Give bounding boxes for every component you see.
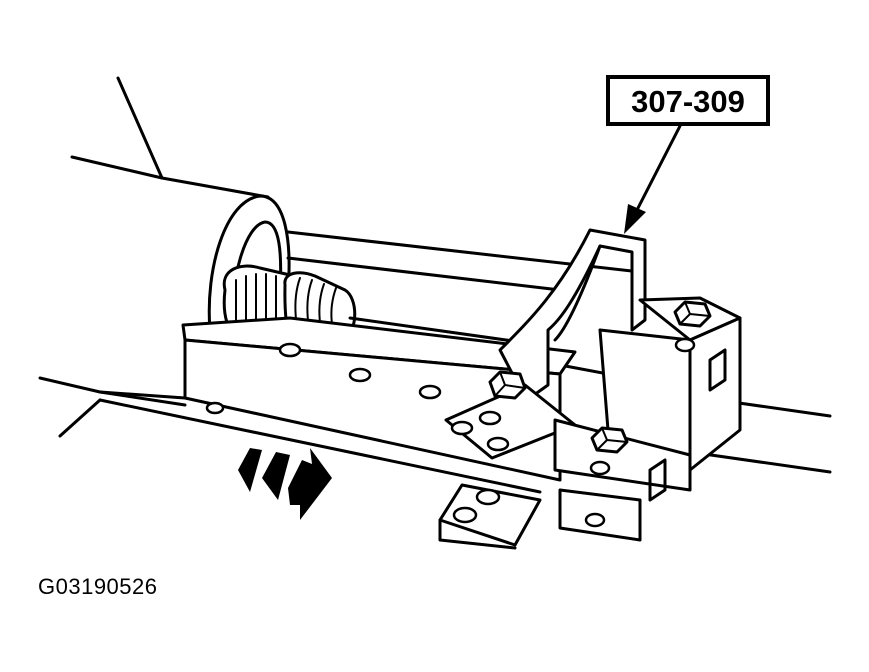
clamp-block-assembly bbox=[553, 296, 742, 542]
callout-leader-line bbox=[634, 124, 682, 214]
callout-arrowhead bbox=[624, 204, 646, 234]
tool-307-309-bracket bbox=[444, 228, 647, 460]
lower-tab-plate bbox=[438, 483, 542, 550]
fixture-base-bar bbox=[181, 316, 577, 482]
tool-callout: 307-309 bbox=[606, 75, 770, 234]
direction-arrow bbox=[238, 448, 332, 520]
callout-label: 307-309 bbox=[631, 84, 745, 119]
figure-id: G03190526 bbox=[38, 574, 158, 599]
callout-box bbox=[606, 75, 770, 126]
